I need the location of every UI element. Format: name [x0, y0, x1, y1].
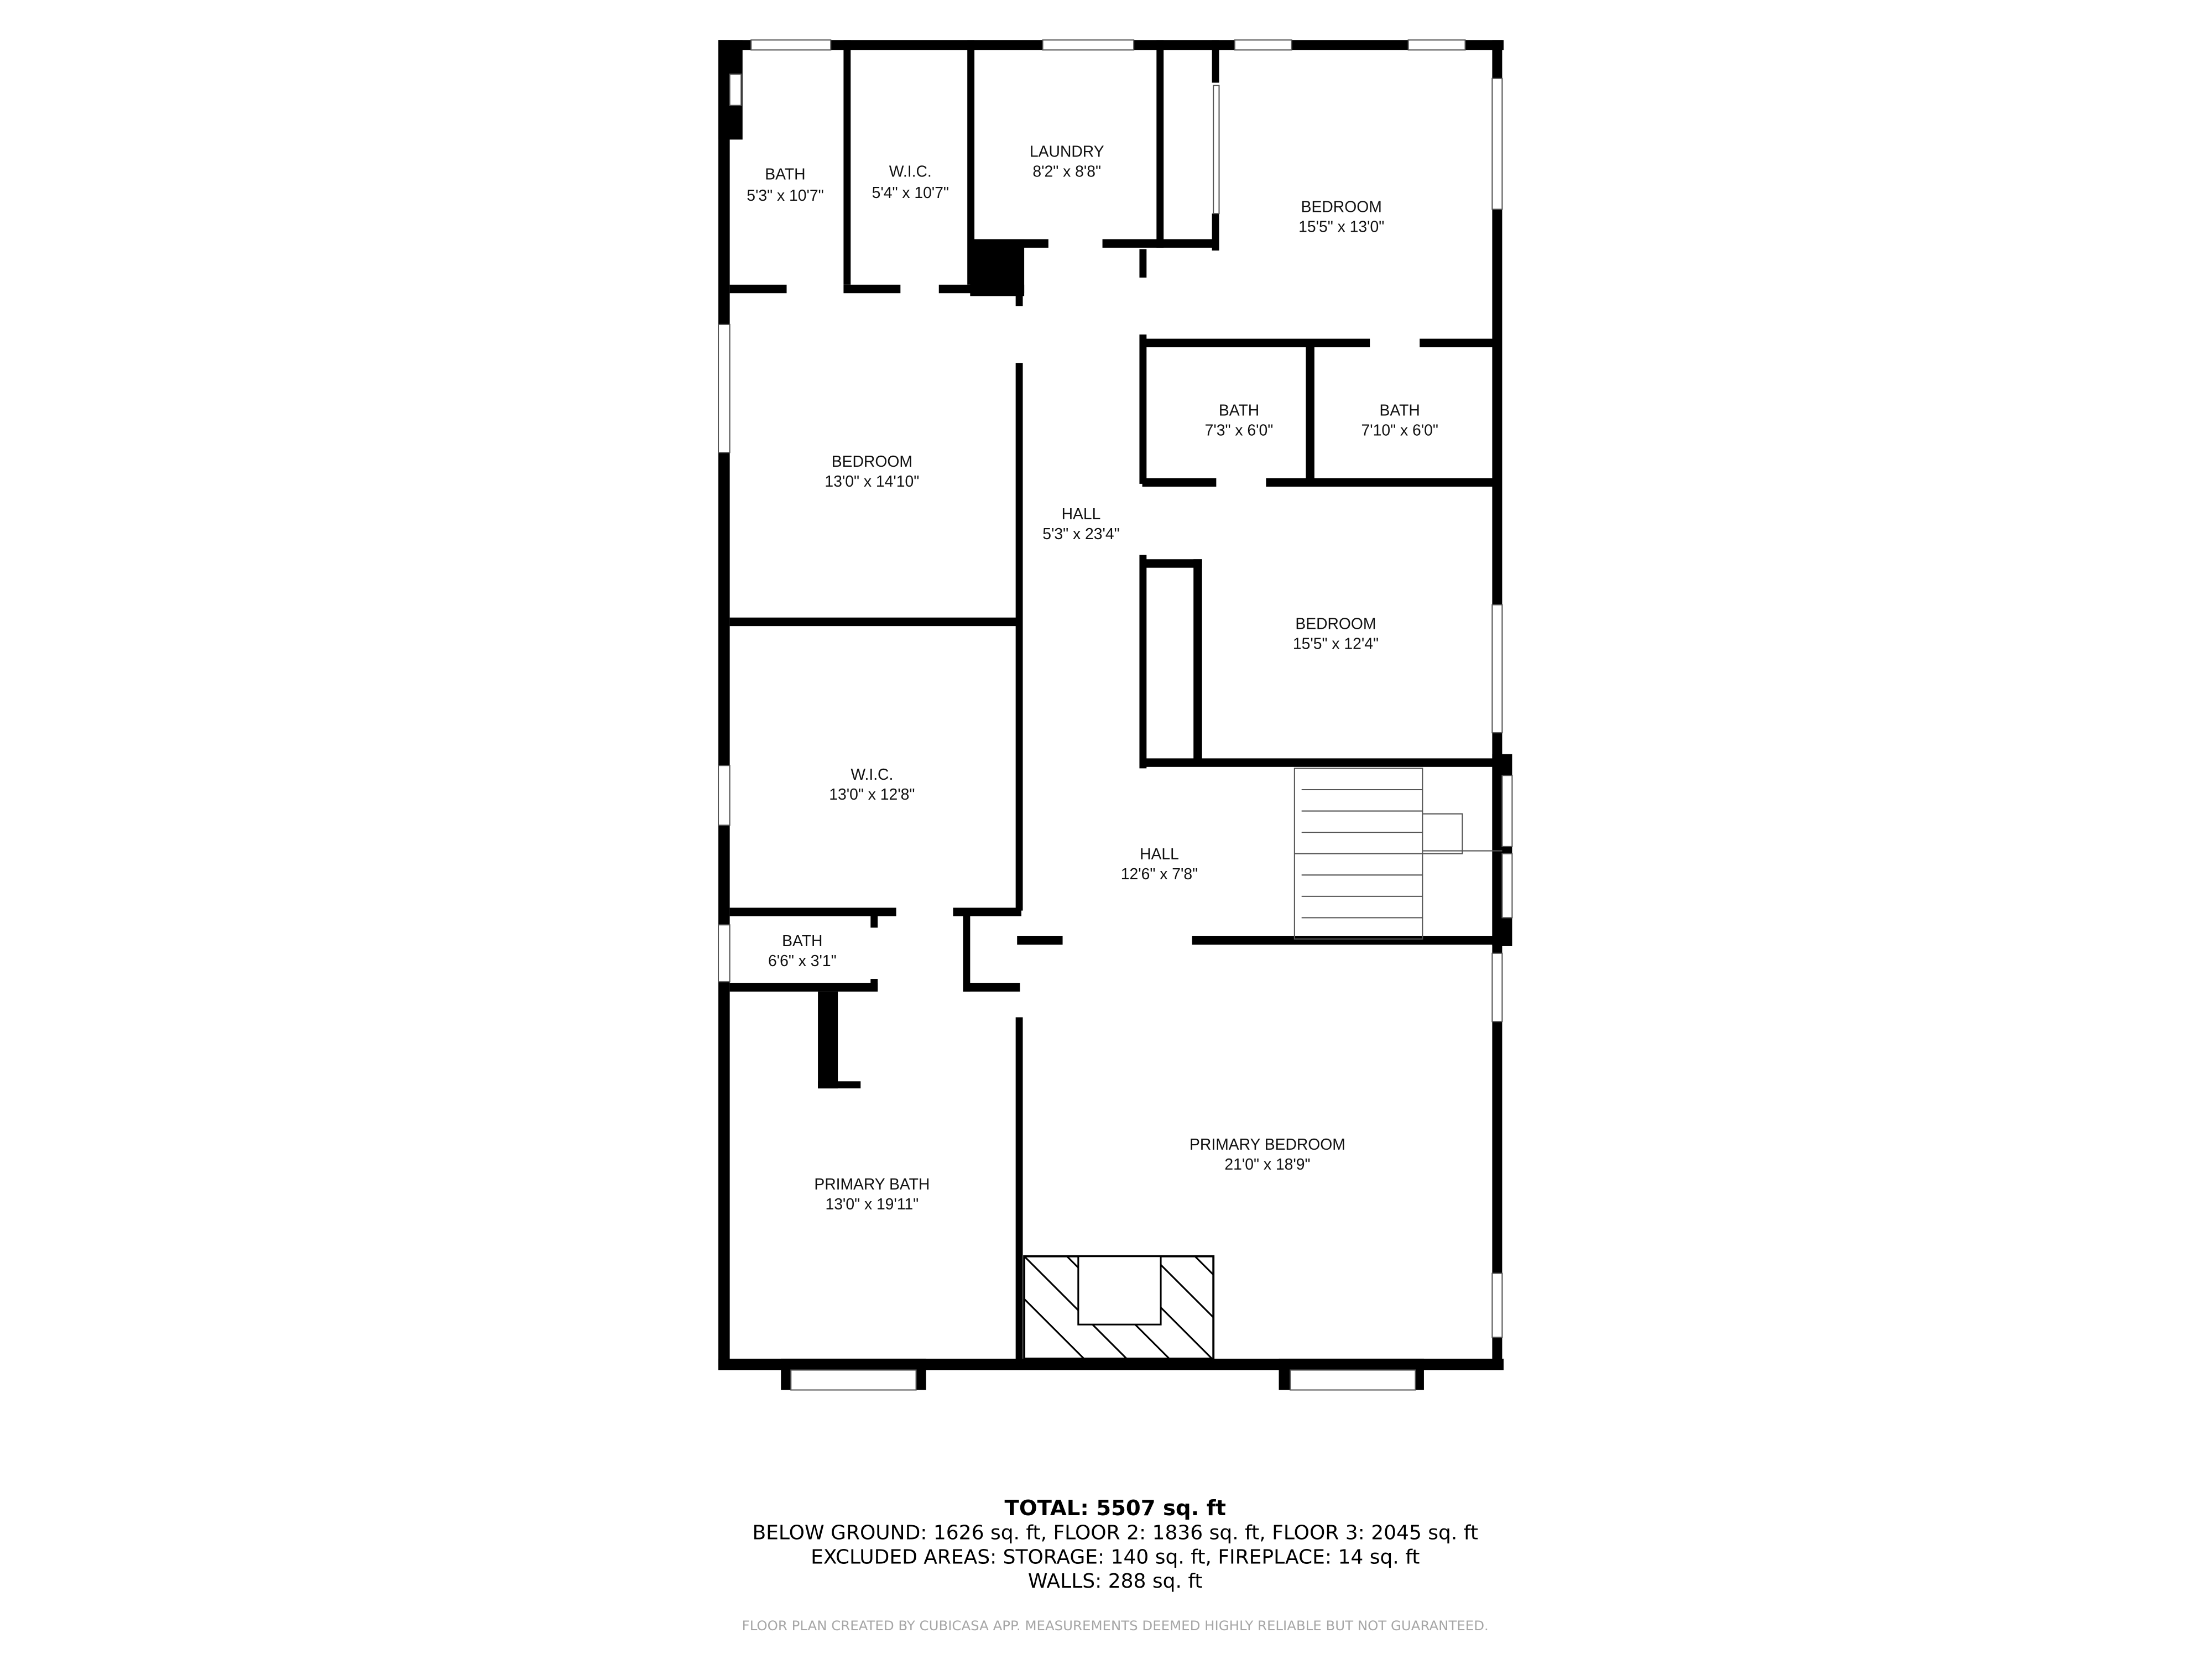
room-bedroom-1: BEDROOM 15'5" x 13'0" [1298, 198, 1384, 236]
room-label-text: HALL [1062, 505, 1101, 523]
room-label-text: 7'10" x 6'0" [1361, 421, 1438, 439]
disclaimer-footer: FLOOR PLAN CREATED BY CUBICASA APP. MEAS… [742, 1618, 1489, 1634]
stairs[interactable] [1293, 768, 1503, 940]
room-label-text: W.I.C. [889, 162, 932, 180]
room-bath-4: BATH 6'6" x 3'1" [768, 932, 837, 969]
room-primary-bedroom: PRIMARY BEDROOM 21'0" x 18'9" [1190, 1135, 1345, 1173]
room-label-text: BEDROOM [1295, 614, 1376, 632]
room-label-text: PRIMARY BEDROOM [1190, 1135, 1345, 1153]
total-area: TOTAL: 5507 sq. ft [1005, 1496, 1226, 1521]
room-label-text: 15'5" x 13'0" [1298, 218, 1384, 236]
room-label-text: 5'3" x 23'4" [1042, 525, 1119, 542]
room-labels: BATH 5'3" x 10'7" W.I.C. 5'4" x 10'7" LAUN… [747, 142, 1438, 1213]
room-primary-bath: PRIMARY BATH 13'0" x 19'11" [814, 1175, 930, 1213]
area-summary: TOTAL: 5507 sq. ft BELOW GROUND: 1626 sq… [742, 1496, 1489, 1634]
walls-area: WALLS: 288 sq. ft [1028, 1570, 1203, 1593]
room-wic-2: W.I.C. 13'0" x 12'8" [829, 765, 915, 803]
room-label-text: BATH [1380, 401, 1420, 419]
excluded-areas: EXCLUDED AREAS: STORAGE: 140 sq. ft, FIR… [811, 1546, 1420, 1568]
room-label-text: BEDROOM [832, 452, 912, 470]
room-bath-1: BATH 5'3" x 10'7" [747, 165, 823, 204]
fireplace [1023, 1255, 1215, 1360]
room-label-text: BEDROOM [1301, 198, 1382, 216]
room-laundry: LAUNDRY 8'2" x 8'8" [1030, 142, 1104, 180]
floor-areas: BELOW GROUND: 1626 sq. ft, FLOOR 2: 1836… [752, 1522, 1478, 1545]
room-label-text: 13'0" x 14'10" [825, 472, 919, 490]
room-hall-1: HALL 5'3" x 23'4" [1042, 505, 1119, 542]
room-label-text: BATH [1219, 401, 1259, 419]
room-label-text: 7'3" x 6'0" [1205, 421, 1274, 439]
room-label-text: W.I.C. [851, 765, 893, 783]
room-label-text: 13'0" x 19'11" [825, 1195, 919, 1213]
room-label-text: 15'5" x 12'4" [1293, 634, 1379, 652]
room-label-text: HALL [1140, 845, 1179, 863]
room-label-text: PRIMARY BATH [814, 1175, 930, 1193]
room-bath-3: BATH 7'10" x 6'0" [1361, 401, 1438, 439]
room-label-text: 6'6" x 3'1" [768, 952, 837, 969]
room-label-text: 13'0" x 12'8" [829, 785, 915, 803]
windows [718, 39, 1513, 1391]
room-bath-2: BATH 7'3" x 6'0" [1205, 401, 1274, 439]
room-hall-2: HALL 12'6" x 7'8" [1121, 845, 1198, 883]
room-label-text: LAUNDRY [1030, 142, 1104, 160]
room-label-text: BATH [765, 165, 805, 182]
room-label-text: BATH [782, 932, 822, 950]
room-label-text: 21'0" x 18'9" [1224, 1155, 1310, 1173]
room-label-text: 5'4" x 10'7" [872, 184, 949, 201]
room-label-text: 5'3" x 10'7" [747, 186, 823, 204]
room-bedroom-2: BEDROOM 13'0" x 14'10" [825, 452, 919, 490]
room-bedroom-3: BEDROOM 15'5" x 12'4" [1293, 614, 1379, 652]
room-wic-1: W.I.C. 5'4" x 10'7" [872, 162, 949, 201]
room-label-text: 12'6" x 7'8" [1121, 865, 1198, 883]
room-label-text: 8'2" x 8'8" [1032, 162, 1101, 180]
